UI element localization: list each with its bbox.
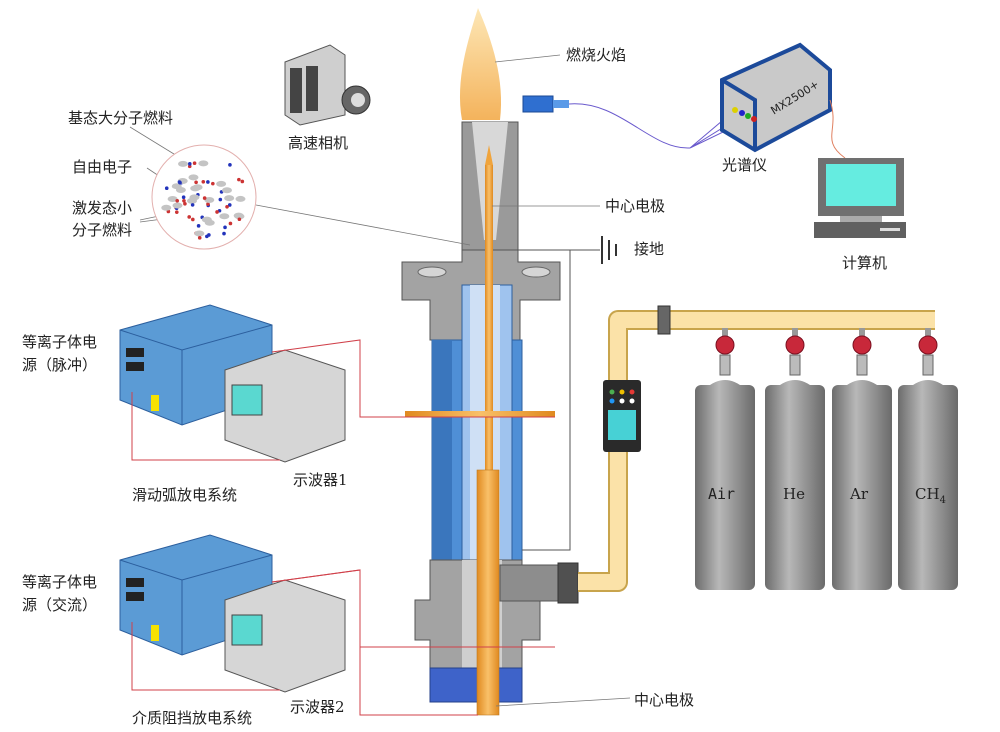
molecule-dot	[182, 198, 186, 203]
molecule-dot	[196, 224, 201, 228]
cylinder-label-ch4: CH4	[915, 484, 946, 511]
molecule-dot	[215, 210, 219, 214]
valve-icon	[715, 335, 735, 355]
label-center-electrode-bottom: 中心电极	[634, 691, 695, 709]
computer	[814, 158, 906, 238]
label-flame: 燃烧火焰	[566, 46, 627, 64]
molecule-dot	[201, 179, 206, 184]
label-system2: 介质阻挡放电系统	[132, 709, 253, 727]
label-free-electron: 自由电子	[72, 158, 133, 176]
horizontal-electrode	[405, 411, 555, 417]
molecule-dot	[181, 195, 186, 200]
label-camera: 高速相机	[288, 134, 349, 152]
label-spectrometer: 光谱仪	[722, 156, 768, 174]
molecule-dot	[177, 180, 182, 184]
molecule-dot	[218, 197, 223, 202]
molecule-dot	[225, 205, 229, 209]
molecule-dot	[175, 198, 180, 203]
ch-text: CH	[915, 485, 940, 503]
fiber-probe	[522, 95, 554, 113]
molecule-dot	[192, 161, 197, 166]
label-psu2-1: 等离子体电	[22, 573, 98, 591]
molecule-dot	[191, 217, 195, 222]
molecule-dot	[188, 174, 199, 181]
molecule-dot	[187, 164, 192, 169]
gas-cylinder	[765, 385, 825, 590]
molecule-dot	[167, 195, 178, 202]
label-ground: 接地	[634, 240, 665, 258]
label-psu1-2: 源（脉冲）	[22, 356, 98, 374]
molecule-dot	[201, 216, 212, 223]
molecule-dot	[194, 180, 198, 185]
flow-meter	[603, 380, 641, 452]
molecule-dot	[204, 196, 215, 203]
valve-icon	[785, 335, 805, 355]
molecule-dot	[187, 162, 192, 166]
molecule-dot	[228, 221, 233, 226]
flame	[460, 8, 502, 120]
molecule-dot	[228, 163, 232, 167]
gas-cylinder	[898, 385, 958, 590]
molecule-dot	[240, 179, 245, 184]
molecule-dot	[194, 230, 205, 237]
molecule-dot	[183, 202, 187, 206]
label-excited-fuel-2: 分子燃料	[72, 221, 133, 239]
label-ground-state-fuel: 基态大分子燃料	[68, 109, 174, 127]
label-excited-fuel-1: 激发态小	[72, 199, 133, 217]
molecule-dot	[207, 233, 211, 237]
label-system1: 滑动弧放电系统	[132, 486, 238, 504]
molecule-dot	[172, 202, 183, 209]
valve-icon	[918, 335, 938, 355]
molecule-dot	[197, 236, 202, 240]
label-osc2: 示波器2	[290, 698, 345, 716]
molecule-dot	[202, 196, 207, 200]
label-psu1-1: 等离子体电	[22, 333, 98, 351]
molecule-dot	[224, 195, 235, 202]
molecule-dot	[237, 217, 242, 222]
molecule-dot	[161, 204, 172, 211]
center-electrode-upper	[485, 165, 493, 475]
cylinder-label-air: Air	[708, 485, 736, 503]
label-computer: 计算机	[842, 254, 888, 272]
center-electrode-lower	[476, 469, 500, 716]
molecule-dot	[187, 215, 192, 219]
molecule-dot	[174, 210, 179, 214]
molecule-dot	[175, 187, 186, 194]
gas-cylinder	[832, 385, 892, 590]
label-center-electrode-top: 中心电极	[605, 197, 666, 215]
ch-subscript: 4	[939, 495, 946, 506]
molecule-dot	[223, 225, 227, 230]
molecule-dot	[198, 160, 209, 167]
molecule-dot	[227, 203, 232, 207]
gas-cylinder	[695, 385, 755, 590]
molecule-dot	[189, 194, 200, 201]
molecule-dot	[206, 180, 210, 184]
label-osc1: 示波器1	[293, 471, 348, 489]
molecule-dot	[235, 195, 246, 202]
valve-icon	[852, 335, 872, 355]
molecule-dot	[206, 202, 210, 206]
molecule-dot	[178, 160, 189, 167]
molecule-dot	[190, 203, 195, 207]
cylinder-label-he: He	[783, 485, 805, 503]
label-psu2-2: 源（交流）	[22, 596, 98, 614]
molecule-dot	[211, 181, 215, 186]
molecule-dot	[216, 180, 227, 187]
molecule-dot	[234, 213, 245, 220]
molecule-dot	[219, 213, 230, 220]
spectrometer	[720, 42, 832, 153]
molecule-dot	[221, 187, 232, 194]
molecule-dot	[164, 186, 169, 191]
molecule-dot	[190, 185, 201, 192]
cylinder-label-ar: Ar	[850, 485, 869, 503]
high-speed-camera	[284, 44, 371, 126]
molecule-dot	[237, 177, 241, 182]
molecule-dot	[222, 231, 226, 236]
